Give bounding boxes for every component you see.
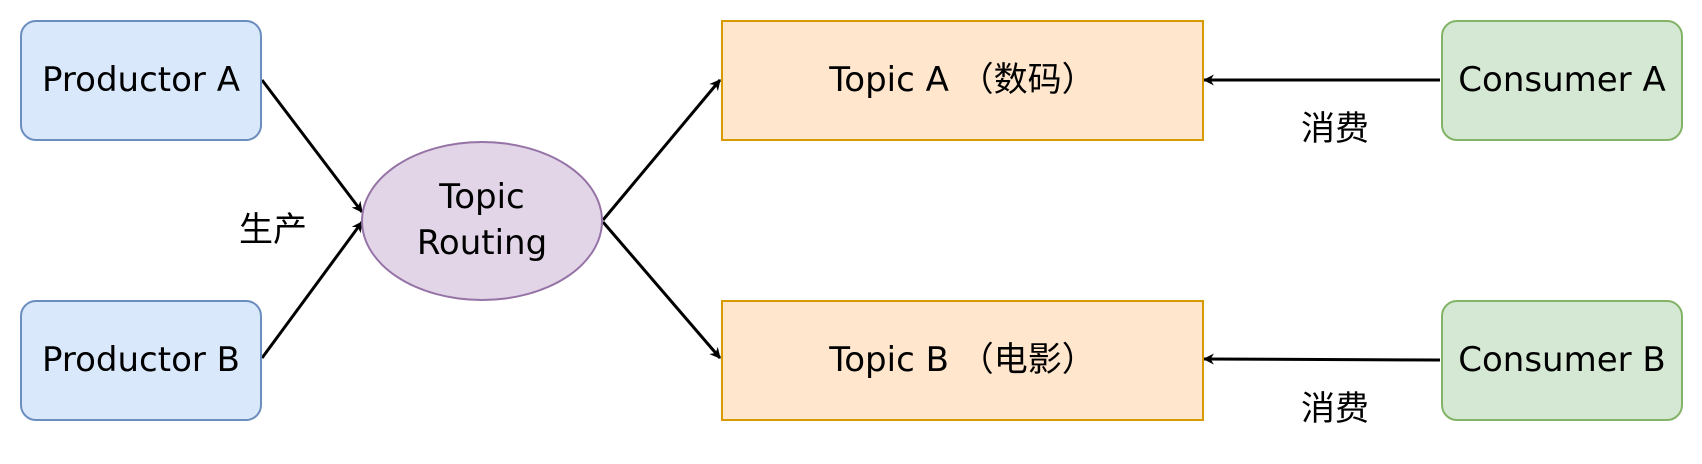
topic-routing-node: Topic Routing — [361, 141, 603, 301]
productor-a-label: Productor A — [42, 59, 240, 100]
router-label-line1: Topic — [439, 177, 525, 218]
edge-router-to-topic-b — [601, 221, 722, 359]
router-label-line2: Routing — [416, 223, 548, 263]
consumer-b-node: Consumer B — [1441, 300, 1683, 421]
productor-a-node: Productor A — [20, 20, 262, 141]
productor-b-label: Productor B — [41, 339, 240, 380]
topic-b-node: Topic B （电影） — [721, 300, 1204, 421]
edge-consumer-b-to-topic-b — [1202, 353, 1441, 365]
consume-b-edge-label: 消费 — [1301, 389, 1369, 429]
edge-router-to-topic-a — [601, 79, 722, 221]
topic-a-node: Topic A （数码） — [721, 20, 1204, 141]
consumer-a-label: Consumer A — [1458, 59, 1666, 100]
edge-productor-a-to-router — [260, 79, 364, 213]
productor-b-node: Productor B — [20, 300, 262, 421]
consumer-b-label: Consumer B — [1458, 339, 1666, 380]
consume-a-edge-label: 消费 — [1301, 109, 1369, 149]
topic-b-label: Topic B （电影） — [829, 339, 1096, 380]
consumer-a-node: Consumer A — [1441, 20, 1683, 141]
edge-productor-b-to-router — [260, 221, 364, 359]
produce-edge-label: 生产 — [239, 210, 307, 250]
topic-a-label: Topic A （数码） — [829, 59, 1096, 100]
